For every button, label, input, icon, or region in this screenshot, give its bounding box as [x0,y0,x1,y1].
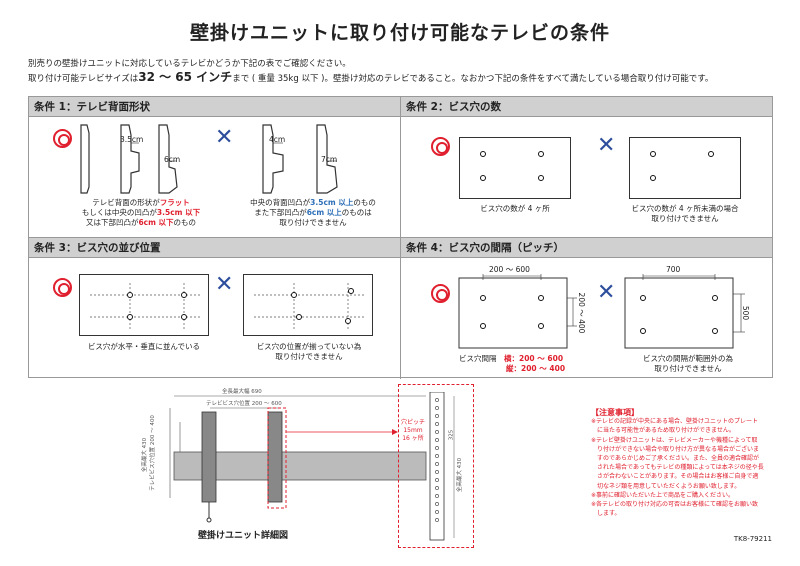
intro-line2: 取り付け可能テレビサイズは32 〜 65 インチまで ( 重量 35kg 以下 … [28,71,713,86]
screw-hole [650,151,656,157]
ng-mark-icon: ✕ [215,125,234,150]
diagram-caption: 壁掛けユニット詳細図 [198,531,289,541]
note-line: 切なネジ類を用意していただくようお願い致します。 [591,482,741,490]
condition-2-header: 条件 2：ビス穴の数 [401,97,772,117]
note-line: ※テレビ壁掛けユニットは、テレビメーカーや機種によって取 [591,436,758,444]
condition-4-header: 条件 4：ビス穴の間隔（ピッチ） [401,238,772,258]
ok-mark-icon [431,137,450,156]
ng-caption: ビス穴の間隔が範囲外の為 取り付けできません [643,354,733,373]
dim-430: 全高最大 430 [457,457,463,493]
screw-hole [480,295,486,301]
screw-hole [348,288,354,294]
ok-mark-icon [53,129,72,148]
screw-hole [345,318,351,324]
dim-325: 325 [448,429,455,441]
tv-panel-ok [459,137,571,199]
screw-hole [291,292,297,298]
screw-hole [640,295,646,301]
screw-hole [712,328,718,334]
screw-hole [480,151,486,157]
screw-hole [708,151,714,157]
screw-hole [127,292,133,298]
intro-line1: 別売りの壁掛けユニットに対応しているテレビかどうか下記の表でご確認ください。 [28,59,351,69]
intro-text: 別売りの壁掛けユニットに対応しているテレビかどうか下記の表でご確認ください。 取… [28,58,713,86]
tv-panel-ok [79,274,209,336]
ng-width: 700 [666,265,681,274]
screw-hole [181,292,187,298]
condition-3: 条件 3：ビス穴の並び位置 ビス穴が水平・垂直に並んでいる ✕ [29,238,401,379]
screw-hole [181,314,187,320]
page-title: 壁掛けユニットに取り付け可能なテレビの条件 [189,22,610,44]
note-line: すのであらかじめご了承ください。また、全員の適合確認が [591,455,759,463]
ok-dim-2: 6cm [164,155,181,164]
screw-hole [538,295,544,301]
screw-hole [538,175,544,181]
ng-caption: ビス穴の位置が揃っていない為 取り付けできません [256,342,362,361]
notes-title: 【注意事項】 [591,408,639,417]
tv-profile-ok-diagram [80,124,178,194]
note-line: さが合わないことがあります。その場合はお客様ご自身で適 [591,473,759,481]
ng-caption: 中央の背面凹凸が3.5cm 以上のもの また下部凹凸が6cm 以上のものは 取り… [250,198,376,227]
ok-caption: ビス穴が水平・垂直に並んでいる [87,342,201,351]
ng-mark-icon: ✕ [597,133,616,158]
alignment-guides [254,283,364,329]
note-line: ※各テレビの取り付け対応の可否はお客様にて確認をお願い致 [591,501,759,509]
ng-caption: ビス穴の数が 4 ヶ所未満の場合 取り付けできません [631,204,739,223]
ok-mark-icon [431,284,450,303]
mount-unit-diagram [169,395,427,523]
ng-height: 500 [741,305,751,321]
ng-mark-icon: ✕ [215,272,234,297]
pitch-v-label: テレビビス穴位置 200 〜 400 [150,415,156,491]
screw-hole [712,295,718,301]
screw-hole [127,314,133,320]
tv-profile-ng-diagram [262,124,338,194]
pitch-h-label: テレビビス穴位置 200 〜 600 [206,401,282,407]
alignment-guides [90,283,200,329]
note-line: された場合であってもテレビの種類によっては本ネジの径や長 [591,464,764,472]
screw-hole [296,314,302,320]
note-line: ※事前に確認いただいた上で商品をご購入ください。 [591,491,735,499]
product-code: TK8-79211 [733,535,772,543]
total-width-label: 全長最大幅 690 [222,389,262,395]
plate-detail-frame [398,384,474,548]
screw-hole [640,328,646,334]
caution-notes: 【注意事項】 ※テレビの記録が中央にある場合、壁掛けユニットのプレート に当たる… [591,408,781,518]
condition-3-header: 条件 3：ビス穴の並び位置 [29,238,400,258]
conditions-grid: 条件 1：テレビ背面形状 3.5cm 6cm テレビ背面の形状がフラット もしく… [28,96,773,379]
ok-dim-1: 3.5cm [120,135,144,144]
hole-pitch-label: 穴ピッチ 15mm 16 ヶ所 [400,419,425,442]
screw-hole [538,323,544,329]
condition-2: 条件 2：ビス穴の数 ビス穴の数が 4 ヶ所 ✕ ビス穴の数が 4 ヶ所未満の場… [401,97,772,238]
ng-dim-2: 7cm [321,155,338,164]
tv-panel-ng [243,274,373,336]
note-line: り付けができない場合や取り付け方が異なる場合がございま [591,445,760,453]
ok-caption: テレビ背面の形状がフラット もしくは中央の凹凸が3.5cm 以下 又は下部凹凸が… [81,198,201,227]
tv-size-range: 32 〜 65 インチ [138,70,233,84]
note-line: ※テレビの記録が中央にある場合、壁掛けユニットのプレート [591,418,759,426]
intro-line2-b: まで ( 重量 35kg 以下 )。壁掛け対応のテレビであること。なおかつ下記の… [232,74,714,84]
note-line: に当たる可能性があるため取り付けができません。 [591,427,735,435]
screw-hole [538,151,544,157]
ok-caption: ビス穴間隔 横：200 〜 600 縦：200 〜 400 [459,354,566,373]
ok-caption: ビス穴の数が 4 ヶ所 [480,204,550,213]
tv-panel-ng [629,137,741,199]
condition-1-header: 条件 1：テレビ背面形状 [29,97,400,117]
ng-dim-1: 4cm [269,135,286,144]
pitch-ng-diagram [624,274,745,349]
condition-4: 条件 4：ビス穴の間隔（ピッチ） 200 〜 600 200 〜 400 ビス穴… [401,238,772,379]
plate-detail-diagram [429,392,455,541]
screw-hole [480,323,486,329]
ok-height: 200 〜 400 [577,292,586,334]
pitch-ok-diagram [458,274,577,349]
ok-width: 200 〜 600 [489,265,530,274]
screw-hole [650,175,656,181]
note-line: します。 [591,510,621,518]
intro-line2-a: 取り付け可能テレビサイズは [28,74,139,84]
condition-1: 条件 1：テレビ背面形状 3.5cm 6cm テレビ背面の形状がフラット もしく… [29,97,401,238]
ng-mark-icon: ✕ [597,280,616,305]
ok-mark-icon [53,278,72,297]
screw-hole [480,175,486,181]
